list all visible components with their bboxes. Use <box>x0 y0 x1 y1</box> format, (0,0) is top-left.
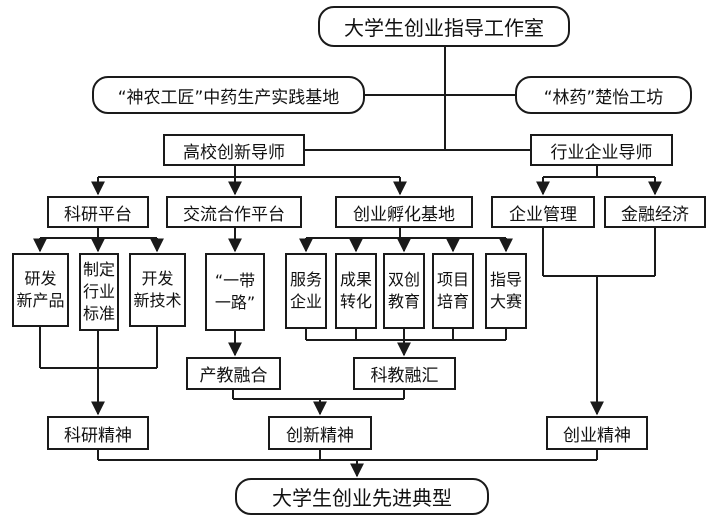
science-education-node: 科教融汇 <box>353 357 456 390</box>
belt-and-road-node: “一带一路” <box>205 253 265 331</box>
industry-mentor-node: 行业企业导师 <box>530 134 673 166</box>
achievement-transfer-node: 成果转化 <box>335 253 377 329</box>
entrepreneurship-spirit-node: 创业精神 <box>546 416 648 450</box>
industry-standard-node: 制定行业标准 <box>79 253 119 331</box>
shennong-base-node: “神农工匠”中药生产实践基地 <box>92 76 365 114</box>
incubation-base-node: 创业孵化基地 <box>335 196 473 228</box>
project-cultivation-node: 项目培育 <box>432 253 474 329</box>
rd-new-product-node: 研发新产品 <box>12 253 69 327</box>
serve-enterprise-node: 服务企业 <box>285 253 327 329</box>
top-studio-node: 大学生创业指导工作室 <box>318 6 570 47</box>
research-spirit-node: 科研精神 <box>47 416 149 450</box>
linyao-workshop-node: “林药”楚怡工坊 <box>515 76 692 114</box>
enterprise-management-node: 企业管理 <box>491 196 595 228</box>
university-mentor-node: 高校创新导师 <box>163 134 305 166</box>
exemplar-node: 大学生创业先进典型 <box>235 478 489 515</box>
innovation-education-node: 双创教育 <box>383 253 425 329</box>
research-platform-node: 科研平台 <box>47 196 149 228</box>
competition-guidance-node: 指导大赛 <box>485 253 527 329</box>
new-technology-node: 开发新技术 <box>129 253 186 327</box>
finance-economy-node: 金融经济 <box>604 196 706 228</box>
innovation-spirit-node: 创新精神 <box>268 416 372 450</box>
industry-education-node: 产教融合 <box>186 357 281 390</box>
exchange-platform-node: 交流合作平台 <box>166 196 302 228</box>
